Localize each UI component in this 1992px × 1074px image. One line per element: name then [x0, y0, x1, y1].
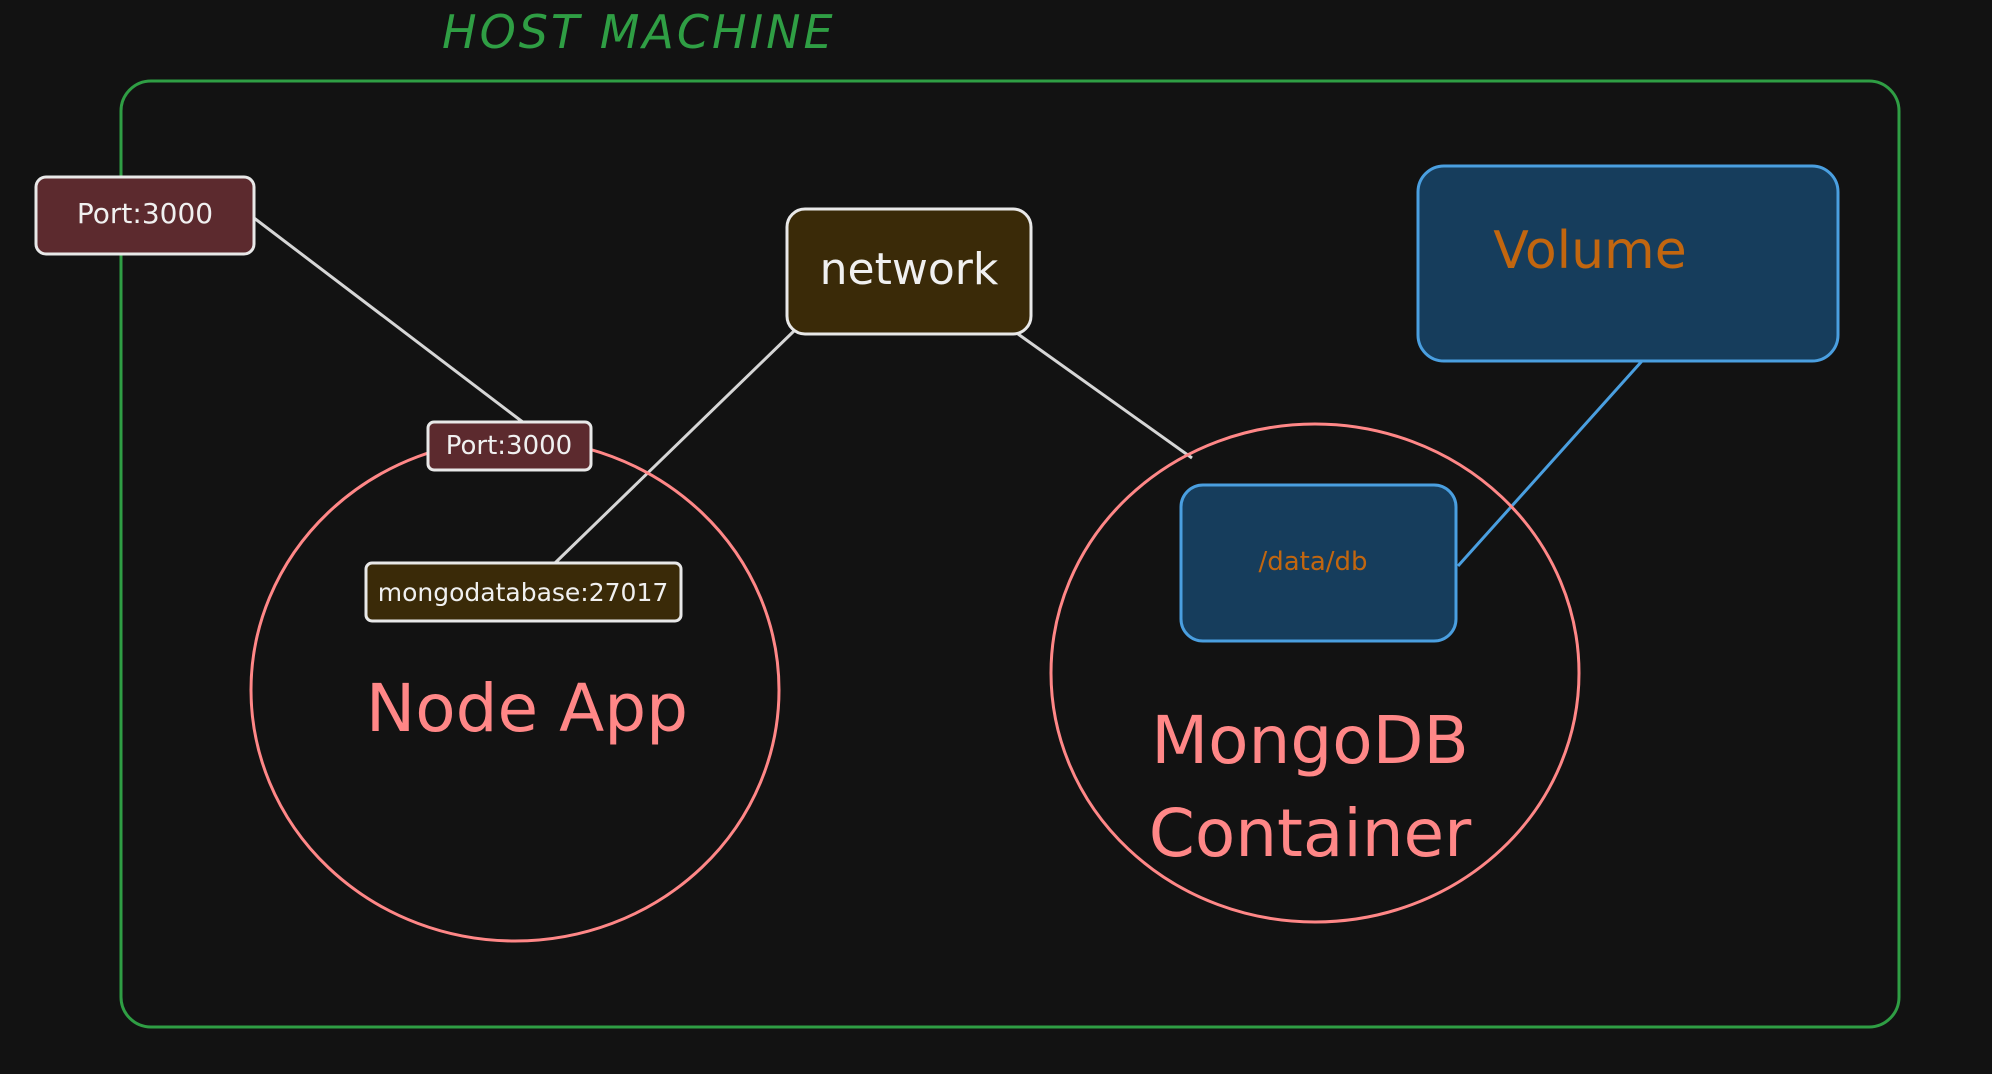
mongodb-label-line1: MongoDB: [1151, 702, 1469, 779]
host-port-box: [34, 175, 256, 256]
mongodb-label-line2: Container: [1149, 795, 1472, 872]
volume-datadb-connector: [1456, 359, 1644, 568]
network-label: network: [820, 244, 999, 295]
host-machine-boundary: [119, 79, 1901, 1029]
mongodb-data-path-box: [1179, 483, 1458, 643]
node-network-connector: [553, 328, 797, 565]
mongodb-container: [1049, 422, 1581, 924]
host-port-connector: [253, 216, 525, 425]
mongodb-data-path-label: /data/db: [1258, 547, 1367, 577]
node-app-db-connection-box: [364, 561, 683, 623]
host-machine-title: HOST MACHINE: [442, 5, 836, 59]
node-app-label: Node App: [366, 670, 688, 747]
node-app-port-label: Port:3000: [446, 431, 572, 461]
volume-label: Volume: [1493, 221, 1686, 281]
network-box: [785, 207, 1033, 336]
node-app-db-connection-label: mongodatabase:27017: [378, 578, 669, 607]
host-port-label: Port:3000: [77, 197, 213, 230]
volume-box: [1416, 164, 1840, 363]
network-mongodb-connector: [1017, 332, 1193, 460]
node-app-port-box: [426, 420, 593, 472]
